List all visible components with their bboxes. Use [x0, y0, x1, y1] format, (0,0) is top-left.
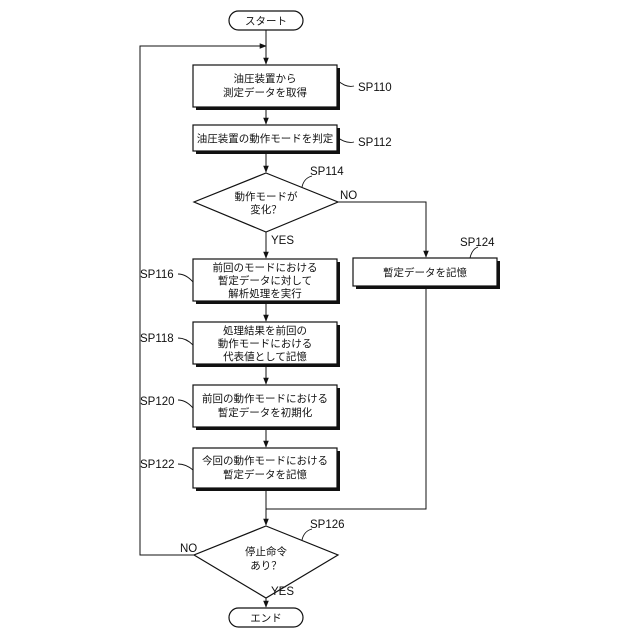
step-label-sp114: SP114	[302, 166, 344, 187]
sp126-line-1: 停止命令	[245, 545, 287, 558]
sp120-line-1: 前回の動作モードにおける	[202, 392, 328, 405]
process-sp118: 処理結果を前回の 動作モードにおける 代表値として記憶	[193, 322, 340, 367]
sp118-line-1: 処理結果を前回の	[223, 324, 307, 337]
step-label-sp110: SP110	[337, 80, 392, 94]
sp112-ref: SP112	[358, 137, 392, 149]
sp122-line-1: 今回の動作モードにおける	[202, 454, 328, 467]
process-sp112: 油圧装置の動作モードを判定	[193, 125, 340, 154]
sp122-line-2: 暫定データを記憶	[223, 468, 307, 481]
sp120-line-2: 暫定データを初期化	[218, 406, 313, 419]
sp116-line-2: 暫定データに対して	[218, 274, 312, 287]
sp118-line-3: 代表値として記憶	[223, 350, 307, 363]
step-label-sp120: SP120	[140, 396, 193, 408]
sp114-ref: SP114	[310, 166, 344, 178]
process-sp122: 今回の動作モードにおける 暫定データを記憶	[193, 448, 340, 491]
sp114-no-label: NO	[340, 190, 357, 202]
sp124-line-1: 暫定データを記憶	[383, 266, 467, 279]
step-label-sp112: SP112	[337, 137, 392, 149]
sp116-line-1: 前回のモードにおける	[213, 261, 318, 274]
sp110-line-2: 測定データを取得	[223, 86, 307, 99]
process-sp116: 前回のモードにおける 暫定データに対して 解析処理を実行	[193, 259, 340, 304]
sp124-ref: SP124	[460, 237, 495, 249]
sp118-ref: SP118	[140, 333, 174, 345]
sp110-line-1: 油圧装置から	[234, 72, 297, 85]
sp114-yes-label: YES	[271, 235, 294, 247]
end-label: エンド	[250, 613, 282, 625]
step-label-sp122: SP122	[140, 459, 193, 471]
sp126-no-label: NO	[180, 543, 197, 555]
sp126-ref: SP126	[310, 519, 345, 531]
end-terminal: エンド	[229, 608, 303, 627]
connectors	[140, 29, 426, 607]
step-label-sp126: SP126	[302, 519, 345, 540]
sp126-line-2: あり？	[250, 560, 282, 572]
sp122-ref: SP122	[140, 459, 175, 471]
sp112-line-1: 油圧装置の動作モードを判定	[197, 132, 334, 145]
sp114-line-1: 動作モードが	[235, 190, 298, 203]
sp110-ref: SP110	[358, 82, 392, 94]
sp116-line-3: 解析処理を実行	[228, 287, 302, 300]
step-label-sp124: SP124	[460, 237, 495, 258]
sp116-ref: SP116	[140, 269, 174, 281]
start-label: スタート	[245, 16, 287, 28]
step-label-sp118: SP118	[140, 333, 193, 345]
step-label-sp116: SP116	[140, 269, 193, 282]
arrow-sp114-no-to-sp124	[338, 202, 426, 257]
start-terminal: スタート	[229, 11, 303, 30]
sp118-line-2: 動作モードにおける	[218, 337, 313, 350]
sp120-ref: SP120	[140, 396, 175, 408]
sp126-yes-label: YES	[271, 586, 294, 598]
decision-sp126: 停止命令 あり？	[194, 526, 338, 598]
process-sp124: 暫定データを記憶	[353, 258, 500, 289]
sp114-line-2: 変化？	[250, 203, 282, 216]
process-sp110: 油圧装置から 測定データを取得	[193, 65, 340, 110]
process-sp120: 前回の動作モードにおける 暫定データを初期化	[193, 385, 340, 430]
decision-sp114: 動作モードが 変化？	[194, 173, 338, 232]
